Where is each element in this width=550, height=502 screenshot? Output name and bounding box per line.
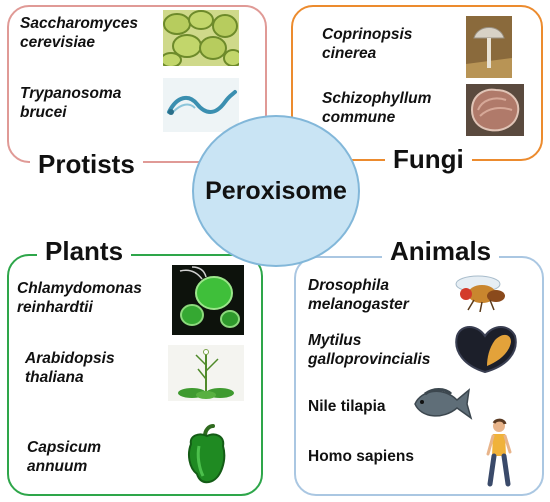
species-name-line1: Mytilus <box>308 332 362 349</box>
species-chlamydomonas-reinhardtii: Chlamydomonas reinhardtii <box>17 279 142 317</box>
species-name-line1: Drosophila <box>308 277 389 294</box>
mushroom-icon <box>466 16 512 78</box>
species-name-line2: melanogaster <box>308 296 409 313</box>
group-title-animals: Animals <box>382 236 500 266</box>
species-drosophila-melanogaster: Drosophila melanogaster <box>308 276 409 314</box>
human-icon <box>486 418 512 487</box>
green-pepper-icon <box>188 424 226 484</box>
species-name-line2: brucei <box>20 104 67 121</box>
center-peroxisome: Peroxisome <box>192 115 360 267</box>
species-name-line1: Nile tilapia <box>308 398 386 415</box>
species-name-line2: annuum <box>27 458 88 475</box>
species-mytilus-galloprovincialis: Mytilus galloprovincialis <box>308 331 430 369</box>
species-name-line1: Schizophyllum <box>322 90 432 107</box>
species-schizophyllum-commune: Schizophyllum commune <box>322 89 431 127</box>
mussel-icon <box>455 326 517 374</box>
arabidopsis-plant-icon <box>168 345 244 401</box>
green-algae-icon <box>172 265 244 335</box>
species-name-line1: Trypanosoma <box>20 85 122 102</box>
bracket-fungus-icon <box>466 84 524 136</box>
species-coprinopsis-cinerea: Coprinopsis cinerea <box>322 25 412 63</box>
group-title-fungi: Fungi <box>385 144 472 174</box>
fruit-fly-icon <box>455 275 505 312</box>
group-title-protists: Protists <box>30 149 143 179</box>
group-title-plants: Plants <box>37 236 132 266</box>
species-name-line2: reinhardtii <box>17 299 93 316</box>
species-name-line1: Coprinopsis <box>322 26 413 43</box>
species-homo-sapiens: Homo sapiens <box>308 447 414 466</box>
species-name-line2: cinerea <box>322 45 377 62</box>
yeast-cells-icon <box>163 10 239 66</box>
species-name-line1: Capsicum <box>27 439 102 456</box>
species-name-line2: cerevisiae <box>20 34 95 51</box>
species-arabidopsis-thaliana: Arabidopsis thaliana <box>25 349 115 387</box>
species-name-line1: Saccharomyces <box>20 15 139 32</box>
species-name-line2: thaliana <box>25 369 84 386</box>
center-label: Peroxisome <box>205 176 347 205</box>
species-nile-tilapia: Nile tilapia <box>308 397 386 416</box>
species-saccharomyces-cerevisiae: Saccharomyces cerevisiae <box>20 14 138 52</box>
species-name-line1: Homo sapiens <box>308 448 414 465</box>
species-name-line1: Chlamydomonas <box>17 280 142 297</box>
trypanosome-icon <box>163 78 239 132</box>
species-name-line2: galloprovincialis <box>308 351 431 368</box>
species-capsicum-annuum: Capsicum annuum <box>27 438 101 476</box>
species-name-line2: commune <box>322 109 396 126</box>
species-name-line1: Arabidopsis <box>25 350 115 367</box>
species-trypanosoma-brucei: Trypanosoma brucei <box>20 84 121 122</box>
fish-icon <box>414 388 473 420</box>
